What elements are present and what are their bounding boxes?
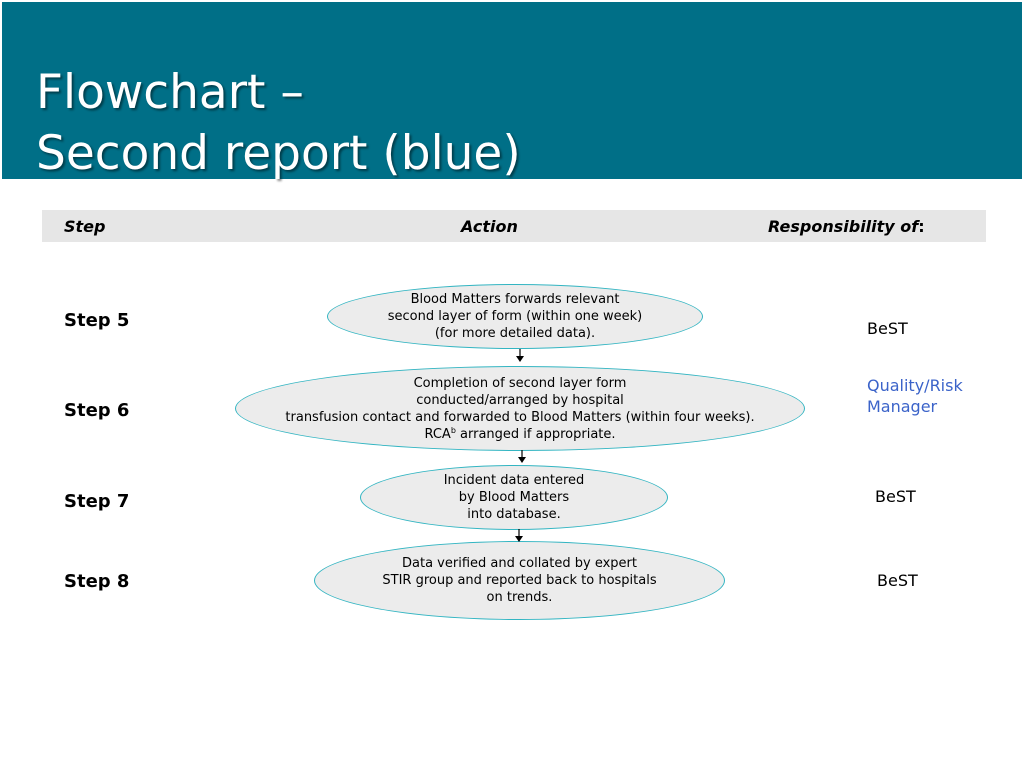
- step-5-action-text: Blood Matters forwards relevant second l…: [388, 291, 643, 342]
- column-header-step: Step: [64, 217, 106, 236]
- step-6-rca-footnote: b: [450, 425, 456, 435]
- step-6-action-line-1: Completion of second layer form: [413, 375, 627, 391]
- step-8-action-text: Data verified and collated by expert STI…: [382, 555, 656, 606]
- column-header-responsibility-colon: :: [918, 217, 925, 236]
- step-8-action-ellipse: Data verified and collated by expert STI…: [314, 541, 725, 620]
- slide-title-line-1: Flowchart –: [36, 65, 304, 120]
- step-5-action-line-2: second layer of form (within one week): [387, 309, 643, 324]
- column-header-responsibility-text: Responsibility of: [768, 217, 919, 236]
- step-8-responsibility: BeST: [877, 571, 918, 590]
- arrow-down-icon: [515, 349, 525, 363]
- arrow-down-icon: [514, 529, 524, 543]
- step-7-action-text: Incident data entered by Blood Matters i…: [444, 472, 585, 523]
- step-7-responsibility: BeST: [875, 487, 916, 506]
- step-5-action-line-1: Blood Matters forwards relevant: [410, 292, 620, 307]
- step-7-label: Step 7: [64, 491, 130, 512]
- step-6-action-ellipse: Completion of second layer form conducte…: [235, 366, 805, 451]
- step-7-action-line-1: Incident data entered: [443, 473, 585, 488]
- step-5-action-line-3: (for more detailed data).: [434, 326, 596, 341]
- step-6-rca-suffix: arranged if appropriate.: [455, 426, 616, 442]
- step-7-action-ellipse: Incident data entered by Blood Matters i…: [360, 465, 668, 530]
- step-6-action-line-4: RCAb arranged if appropriate.: [285, 426, 754, 443]
- column-header-responsibility: Responsibility of:: [768, 217, 925, 236]
- title-band: [2, 2, 1022, 179]
- step-6-responsibility-line-2: Manager: [867, 397, 938, 416]
- step-6-responsibility: Quality/Risk Manager: [867, 375, 963, 417]
- slide-title: Flowchart – Second report (blue): [36, 62, 521, 184]
- step-6-responsibility-line-1: Quality/Risk: [867, 376, 963, 395]
- step-8-label: Step 8: [64, 571, 130, 592]
- step-5-responsibility: BeST: [867, 319, 908, 338]
- column-header-bar: Step Action Responsibility of:: [42, 210, 986, 242]
- step-5-action-ellipse: Blood Matters forwards relevant second l…: [327, 284, 703, 349]
- step-7-action-line-2: by Blood Matters: [458, 490, 570, 505]
- step-8-action-line-1: Data verified and collated by expert: [402, 556, 637, 571]
- step-7-action-line-3: into database.: [467, 507, 561, 522]
- step-6-label: Step 6: [64, 400, 130, 421]
- column-header-action: Action: [461, 217, 518, 236]
- step-8-action-line-3: on trends.: [486, 590, 553, 605]
- step-5-label: Step 5: [64, 310, 130, 331]
- step-6-action-line-2: conducted/arranged by hospital: [416, 392, 624, 408]
- step-6-action-line-3: transfusion contact and forwarded to Blo…: [285, 409, 755, 425]
- step-6-rca: RCA: [424, 426, 451, 442]
- step-6-action-text: Completion of second layer form conducte…: [285, 375, 754, 443]
- arrow-down-icon: [517, 450, 527, 464]
- step-8-action-line-2: STIR group and reported back to hospital…: [382, 573, 657, 588]
- slide-title-line-2: Second report (blue): [36, 126, 521, 181]
